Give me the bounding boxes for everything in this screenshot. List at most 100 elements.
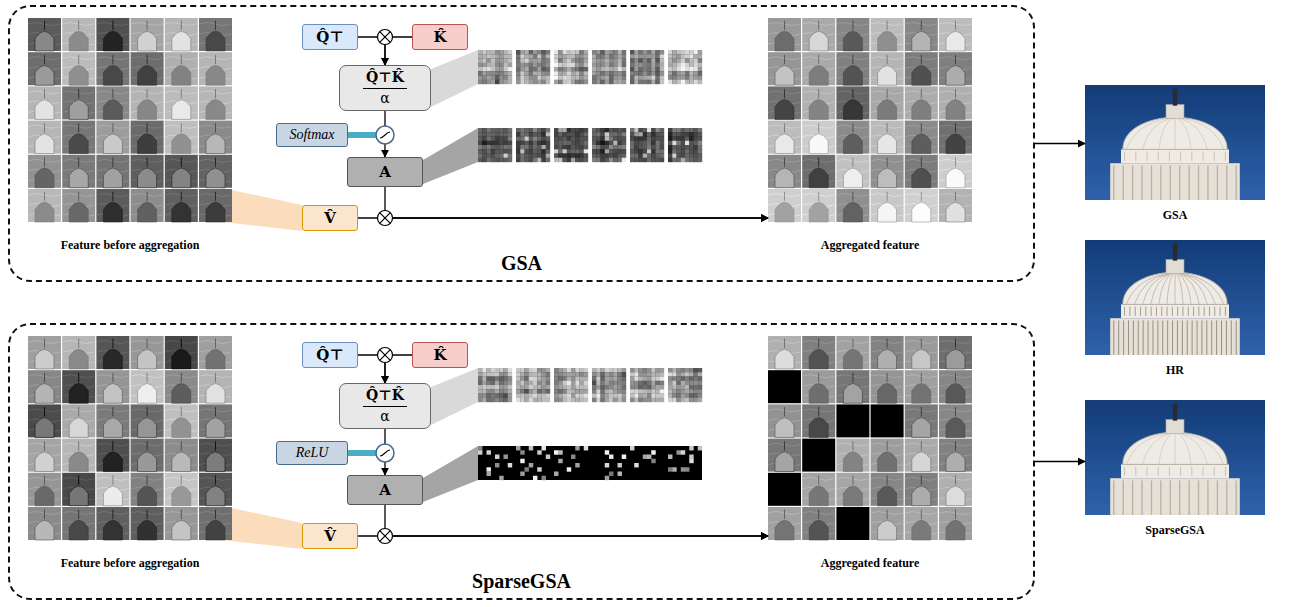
aggregated-feature-grid <box>802 507 835 540</box>
attention-map-strip <box>630 158 634 162</box>
attention-map-strip <box>694 67 698 71</box>
aggregated-feature-grid <box>887 157 888 166</box>
attention-map-strip <box>558 385 562 389</box>
attention-map-strip <box>689 381 693 385</box>
feature-map-grid <box>62 473 95 506</box>
attention-map-strip <box>672 54 676 58</box>
attention-map-strip <box>533 368 537 372</box>
aggregated-feature-grid <box>871 336 904 369</box>
feature-map-grid <box>199 189 232 222</box>
feature-map-grid <box>206 168 225 188</box>
aggregated-feature-grid <box>768 404 801 437</box>
attention-map-strip <box>596 50 600 54</box>
attention-map-strip <box>491 128 495 132</box>
attention-map-strip <box>689 50 693 54</box>
attention-map-strip <box>571 67 575 71</box>
attention-map-strip <box>537 372 541 376</box>
attention-map-strip <box>542 158 546 162</box>
attention-map-strip <box>618 63 622 67</box>
attention-map-strip <box>622 377 626 381</box>
attention-map-strip <box>647 385 651 389</box>
attention-map-strip <box>504 398 508 402</box>
aggregated-feature-grid <box>809 383 828 403</box>
attention-map-strip <box>499 368 503 372</box>
attention-map-strip <box>609 76 613 80</box>
aggregated-feature-grid <box>775 349 794 369</box>
attention-map-strip <box>542 368 546 372</box>
attention-map-strip <box>656 398 660 402</box>
attention-map-strip <box>537 137 541 141</box>
attention-map-strip <box>630 59 634 63</box>
attention-map-strip <box>596 145 600 149</box>
feature-map-grid <box>112 123 113 132</box>
attention-map-strip <box>575 71 579 75</box>
attention-map-strip <box>525 137 529 141</box>
attention-map-strip <box>672 154 676 158</box>
feature-map-grid <box>96 507 129 540</box>
attention-map-strip <box>516 394 520 398</box>
attention-map-strip <box>698 372 702 376</box>
attention-map-strip <box>537 389 541 393</box>
attention-map-strip <box>668 137 672 141</box>
attention-map-strip <box>681 67 685 71</box>
attention-map-strip <box>478 50 512 84</box>
attention-map-strip <box>537 59 541 63</box>
attention-map-strip <box>660 54 664 58</box>
attention-map-strip <box>580 63 584 67</box>
aggregated-feature-grid <box>809 134 828 154</box>
attention-map-strip <box>601 54 605 58</box>
attention-map-strip <box>495 80 499 84</box>
attention-map-strip <box>613 389 617 393</box>
aggregated-feature-grid <box>784 157 785 166</box>
attention-map-strip <box>677 372 681 376</box>
attention-map-strip <box>622 50 626 54</box>
attention-map-strip <box>491 141 495 145</box>
attention-map-strip <box>567 372 571 376</box>
attention-map-strip <box>554 149 558 153</box>
attention-map-strip <box>643 132 647 136</box>
attention-map-strip <box>508 377 512 381</box>
attention-map-strip <box>605 149 609 153</box>
attention-map-strip <box>580 368 584 372</box>
attention-map-strip <box>672 80 676 84</box>
attention-map-strip <box>495 67 499 71</box>
feature-map-grid <box>131 370 164 403</box>
attention-map-strip <box>520 372 524 376</box>
attention-map-strip <box>618 394 622 398</box>
attention-map-strip <box>660 80 664 84</box>
attention-map-strip <box>643 385 647 389</box>
aggregated-feature-grid <box>905 52 938 85</box>
aggregated-feature-grid <box>939 189 972 222</box>
aggregated-feature-grid <box>775 31 794 51</box>
attention-map-strip <box>499 80 503 84</box>
aggregated-feature-grid <box>955 407 956 416</box>
attention-map-strip <box>672 76 676 80</box>
attention-map-strip <box>563 385 567 389</box>
attention-map-strip <box>698 377 702 381</box>
attention-map-strip <box>542 54 546 58</box>
attention-map-strip <box>685 80 689 84</box>
attention-map-strip <box>495 149 499 153</box>
attention-map-strip <box>698 141 702 145</box>
attention-map-strip <box>495 71 499 75</box>
attention-map-strip <box>639 372 643 376</box>
attention-map-strip <box>660 59 664 63</box>
aggregated-feature-grid <box>905 18 938 51</box>
attention-map-strip <box>656 149 660 153</box>
attention-map-strip <box>542 385 546 389</box>
attention-map-strip <box>647 154 651 158</box>
attention-map-strip <box>596 63 600 67</box>
attention-map-strip <box>685 54 689 58</box>
attention-map-strip <box>677 158 681 162</box>
attention-map-strip <box>499 137 503 141</box>
attention-map-strip <box>533 76 537 80</box>
attention-map-strip <box>516 385 520 389</box>
attention-map-strip <box>537 149 541 153</box>
attention-map-strip <box>504 381 508 385</box>
attention-map-strip <box>643 381 647 385</box>
attention-map-strip <box>537 71 541 75</box>
feature-map-grid <box>62 439 95 472</box>
attention-map-strip <box>609 377 613 381</box>
attention-map-strip <box>639 54 643 58</box>
attention-map-strip <box>525 385 529 389</box>
